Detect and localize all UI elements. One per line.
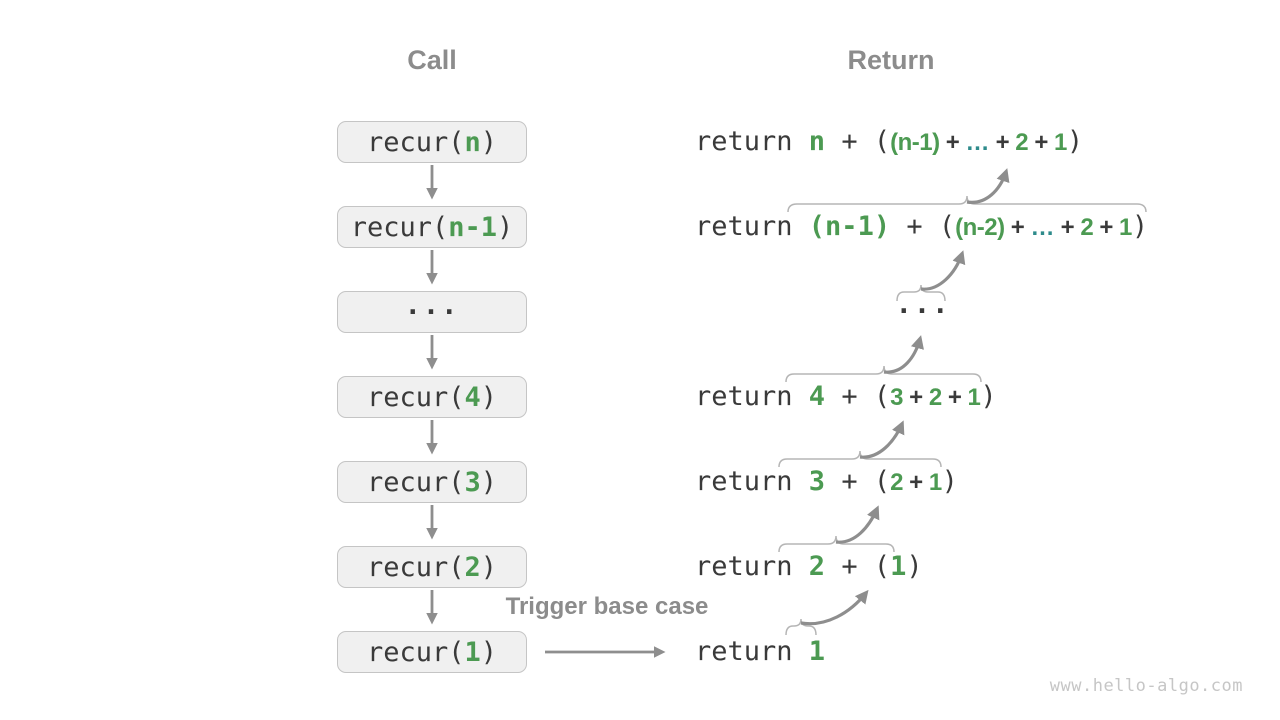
return-arrow-1-to-2: [800, 589, 869, 626]
call-column-header: Call: [407, 45, 457, 75]
code-segment: n-1: [448, 211, 498, 243]
code-segment: 1: [808, 636, 826, 667]
code-segment: 3: [808, 466, 826, 497]
code-segment: 1: [1054, 129, 1067, 156]
code-segment: recur(: [366, 381, 465, 413]
return-arrow-3-to-4: [859, 420, 905, 459]
code-segment: recur(: [366, 466, 465, 498]
code-segment: 2: [890, 469, 903, 496]
return-line-2: return 2 + (1): [695, 547, 923, 587]
call-box-recur-n: recur(n): [337, 121, 527, 163]
code-segment: + (: [825, 381, 891, 412]
code-segment: +: [902, 469, 929, 496]
code-segment: +: [902, 384, 929, 411]
code-segment: …: [1030, 214, 1055, 241]
code-segment: 1: [967, 384, 981, 411]
code-segment: +: [939, 129, 966, 156]
code-segment: (n-1): [890, 129, 940, 156]
code-segment: +: [989, 129, 1016, 156]
code-segment: 1: [1119, 214, 1132, 241]
code-segment: ): [480, 381, 498, 413]
code-segment: ): [480, 466, 498, 498]
code-segment: recur(: [366, 636, 465, 668]
code-segment: ): [497, 211, 514, 243]
code-segment: return: [695, 466, 809, 497]
code-segment: ): [1066, 126, 1084, 157]
code-segment: ···: [404, 296, 460, 328]
code-segment: 4: [464, 381, 481, 413]
code-segment: 1: [928, 469, 942, 496]
code-segment: + (: [825, 551, 891, 582]
call-box-recur-n1: recur(n-1): [337, 206, 527, 248]
code-segment: 2: [928, 384, 942, 411]
return-arrow-2-to-3: [835, 505, 880, 544]
code-segment: (n-2): [955, 214, 1005, 241]
return-arrow-ellipsis-to-n1: [920, 250, 966, 291]
code-segment: ): [480, 636, 498, 668]
code-segment: ): [906, 551, 923, 582]
code-segment: return: [695, 126, 809, 157]
code-segment: 1: [890, 551, 907, 582]
return-line-4: return 4 + (3 + 2 + 1): [695, 377, 997, 417]
code-segment: ): [1131, 211, 1149, 242]
code-segment: return: [695, 211, 809, 242]
code-segment: + (: [825, 126, 891, 157]
return-line-3: return 3 + (2 + 1): [695, 462, 958, 502]
code-segment: 2: [1080, 214, 1094, 241]
code-segment: return: [695, 381, 809, 412]
code-segment: ): [941, 466, 958, 497]
code-segment: n: [808, 126, 826, 157]
code-segment: 3: [890, 384, 903, 411]
code-segment: ···: [895, 296, 951, 327]
code-segment: 2: [808, 551, 826, 582]
return-line-n1: return (n-1) + ((n-2) + … + 2 + 1): [695, 207, 1148, 247]
return-arrow-4-to-ellipsis: [883, 335, 924, 374]
code-segment: 3: [464, 466, 481, 498]
code-segment: ): [480, 126, 498, 158]
code-segment: +: [1004, 214, 1031, 241]
call-box-recur-1: recur(1): [337, 631, 527, 673]
code-segment: + (: [890, 211, 956, 242]
call-box-recur-4: recur(4): [337, 376, 527, 418]
code-segment: recur(: [366, 551, 465, 583]
code-segment: recur(: [350, 211, 449, 243]
code-segment: 1: [464, 636, 481, 668]
code-segment: +: [1028, 129, 1055, 156]
return-line-1: return 1: [695, 632, 825, 672]
return-arrow-n1-to-n: [966, 168, 1010, 204]
code-segment: +: [1054, 214, 1081, 241]
code-segment: 4: [808, 381, 826, 412]
watermark: www.hello-algo.com: [1049, 676, 1243, 696]
trigger-base-case-label: Trigger base case: [505, 593, 709, 620]
code-segment: ): [980, 381, 997, 412]
code-segment: return: [695, 636, 809, 667]
code-segment: +: [941, 384, 968, 411]
return-line-ellipsis: ···: [883, 292, 963, 332]
return-column-header: Return: [847, 45, 935, 75]
code-segment: n: [464, 126, 481, 158]
call-box-ellipsis: ···: [337, 291, 527, 333]
code-segment: 2: [1015, 129, 1029, 156]
code-segment: …: [965, 129, 990, 156]
call-box-recur-3: recur(3): [337, 461, 527, 503]
code-segment: ): [480, 551, 498, 583]
return-line-n: return n + ((n-1) + … + 2 + 1): [695, 122, 1083, 162]
code-segment: recur(: [366, 126, 465, 158]
code-segment: + (: [825, 466, 891, 497]
code-segment: 2: [464, 551, 481, 583]
call-box-recur-2: recur(2): [337, 546, 527, 588]
code-segment: (n-1): [808, 211, 891, 242]
code-segment: +: [1093, 214, 1120, 241]
code-segment: return: [695, 551, 809, 582]
